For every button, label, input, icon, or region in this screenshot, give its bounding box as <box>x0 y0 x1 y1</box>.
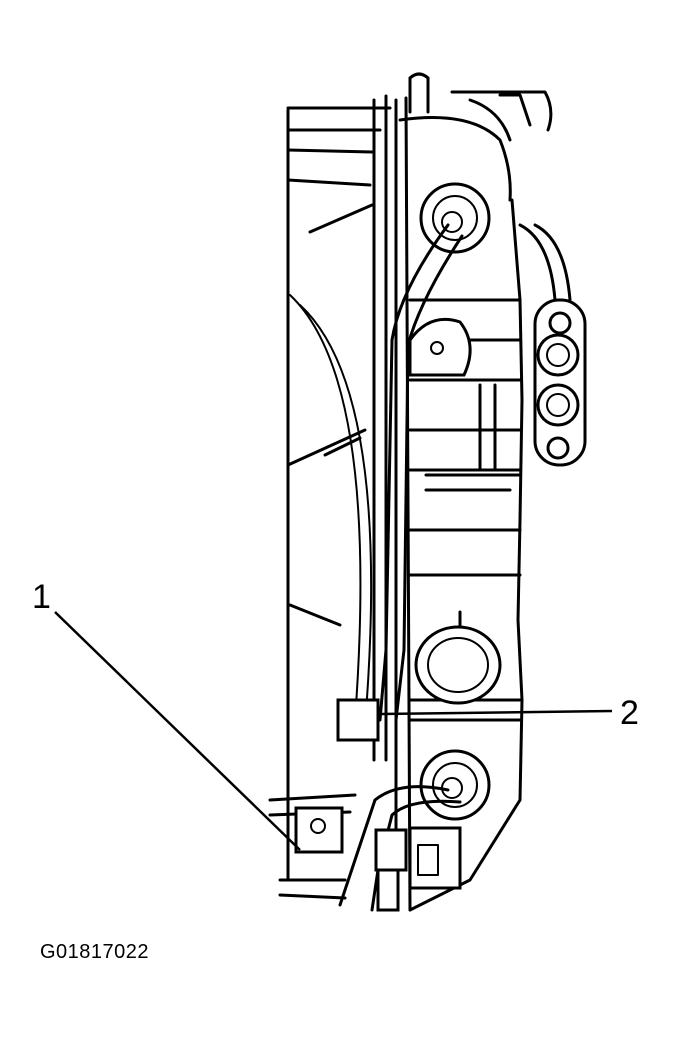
leader-line-2 <box>379 709 613 716</box>
outlet-neck <box>414 610 502 705</box>
callout-label-1: 1 <box>32 578 51 616</box>
upper-cooler-fitting <box>419 182 491 254</box>
mounting-boss <box>408 317 472 377</box>
lower-cooler-fitting <box>419 749 491 821</box>
cooler-line <box>378 223 464 722</box>
fan-shroud <box>286 106 392 882</box>
callout-label-2: 2 <box>620 694 639 732</box>
line-bracket <box>518 223 587 467</box>
lower-bracket <box>294 806 462 912</box>
figure-id: G01817022 <box>40 941 150 963</box>
leader-line-1 <box>54 611 301 851</box>
retaining-clip <box>336 698 380 742</box>
